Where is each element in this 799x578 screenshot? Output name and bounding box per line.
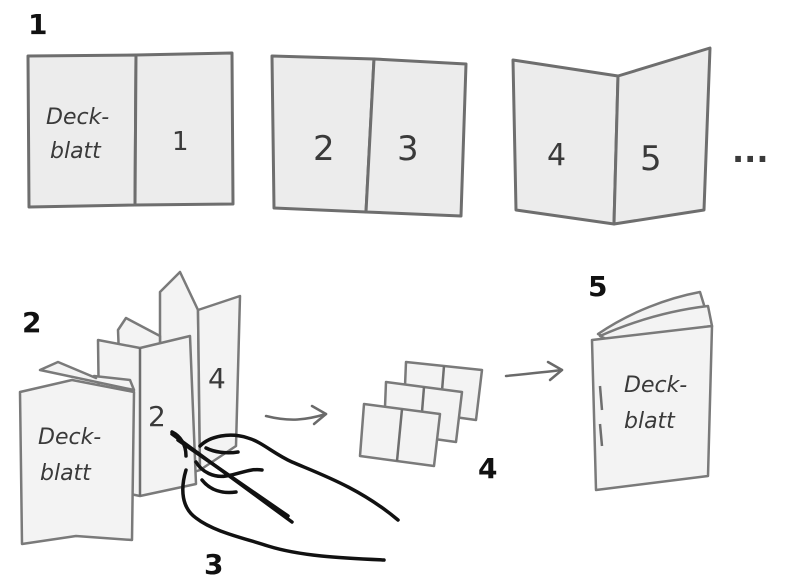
step-4-label: 4 [478,452,497,485]
sheet-b-page-3: 3 [397,129,419,169]
sheet-c-right-panel [614,48,710,224]
stack-page-4: 4 [208,362,226,395]
stack-cover-text-2: blatt [40,461,92,486]
arrow-right-icon-2 [506,362,562,380]
arrow-right-icon [266,406,326,424]
sheet-b-page-2: 2 [313,129,335,169]
small-sheets-stack [360,362,482,466]
step-5-label: 5 [588,270,607,303]
sheet-b: 2 3 [272,56,466,216]
step-2-label: 2 [22,306,41,339]
sheet-a-left-panel [28,55,136,207]
sheet-a-cover-text-2: blatt [50,139,102,164]
folded-stack: 4 2 Deck- blatt [20,272,240,544]
sheet-c-page-5: 5 [640,139,662,179]
stack-page-2: 2 [148,400,166,433]
finished-booklet: Deck- blatt [592,292,712,490]
sheet-c-page-4: 4 [547,138,566,173]
step-1-label: 1 [28,8,47,41]
sheet-a-page-1: 1 [172,127,189,157]
ellipsis: ... [732,132,768,170]
sheet-a-cover-text-1: Deck- [46,105,109,130]
sheet-a: Deck- blatt 1 [28,53,233,207]
sheet-c: 4 5 [513,48,710,224]
booklet-cover-text-1: Deck- [624,373,687,398]
stack-cover-text-1: Deck- [38,425,101,450]
step-3-label: 3 [204,548,223,578]
booklet-cover-text-2: blatt [624,409,676,434]
booklet-cover [592,326,712,490]
